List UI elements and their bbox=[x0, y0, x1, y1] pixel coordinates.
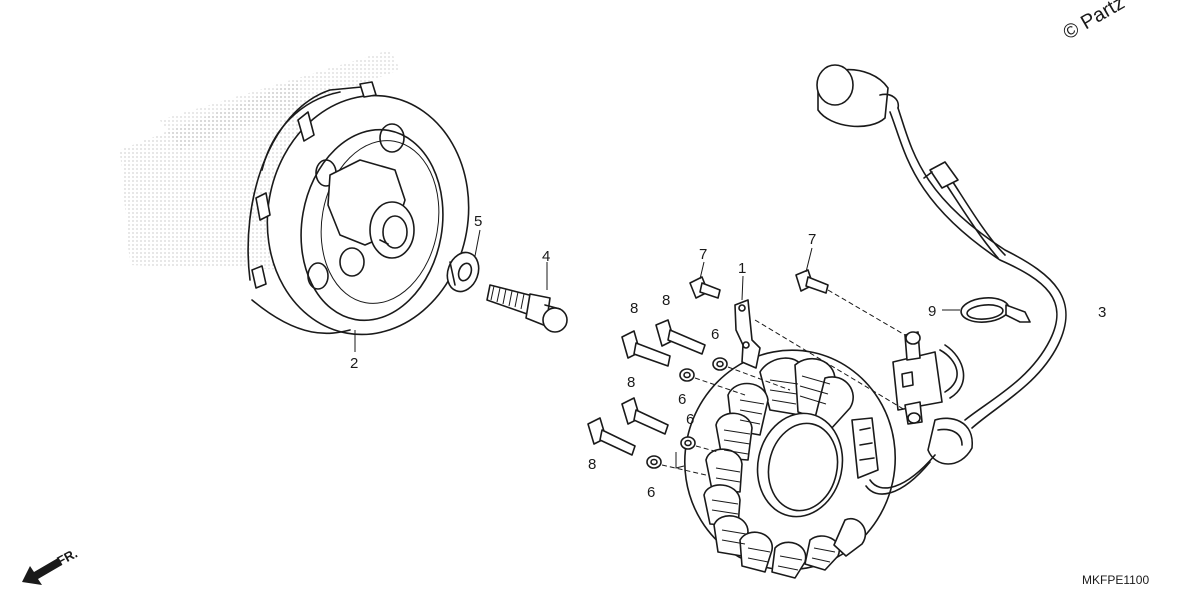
callout-7a: 7 bbox=[699, 246, 707, 263]
washer-6-a bbox=[712, 357, 728, 371]
wire-clamp-part bbox=[960, 297, 1031, 323]
callout-8a: 8 bbox=[630, 300, 638, 317]
flywheel-bolt-part bbox=[486, 284, 568, 333]
callout-6c: 6 bbox=[686, 411, 694, 428]
callout-9: 9 bbox=[928, 303, 936, 320]
callout-4: 4 bbox=[542, 248, 550, 265]
bolt-8-c bbox=[621, 397, 669, 435]
washer-6-c bbox=[680, 436, 696, 450]
callout-6a: 6 bbox=[711, 326, 719, 343]
callout-8d: 8 bbox=[588, 456, 596, 473]
bolt-7-left bbox=[689, 276, 721, 299]
bolt-8-b bbox=[655, 319, 706, 355]
copyright-watermark: © Partz bbox=[1060, 0, 1129, 44]
wire-harness-part bbox=[816, 64, 1067, 495]
callout-8c: 8 bbox=[627, 374, 635, 391]
diagram-code: MKFPE1100 bbox=[1082, 573, 1149, 587]
callout-2: 2 bbox=[350, 355, 358, 372]
leader-lines bbox=[354, 229, 960, 476]
washer-6-d bbox=[646, 455, 662, 469]
bracket-part bbox=[734, 299, 761, 369]
bolt-8-a bbox=[621, 330, 671, 367]
bolt-7-right bbox=[795, 269, 829, 294]
callout-6d: 6 bbox=[647, 484, 655, 501]
front-direction-arrow: FR. bbox=[22, 546, 80, 585]
callout-8b: 8 bbox=[662, 292, 670, 309]
bolt-8-d bbox=[587, 417, 636, 456]
washer-part bbox=[446, 251, 480, 293]
callout-6b: 6 bbox=[678, 391, 686, 408]
callout-5: 5 bbox=[474, 213, 482, 230]
callout-1: 1 bbox=[738, 260, 746, 277]
callout-7b: 7 bbox=[808, 231, 816, 248]
flywheel-part bbox=[120, 50, 470, 336]
washer-6-b bbox=[679, 368, 695, 382]
callout-3: 3 bbox=[1098, 304, 1106, 321]
stator-part bbox=[683, 349, 897, 579]
